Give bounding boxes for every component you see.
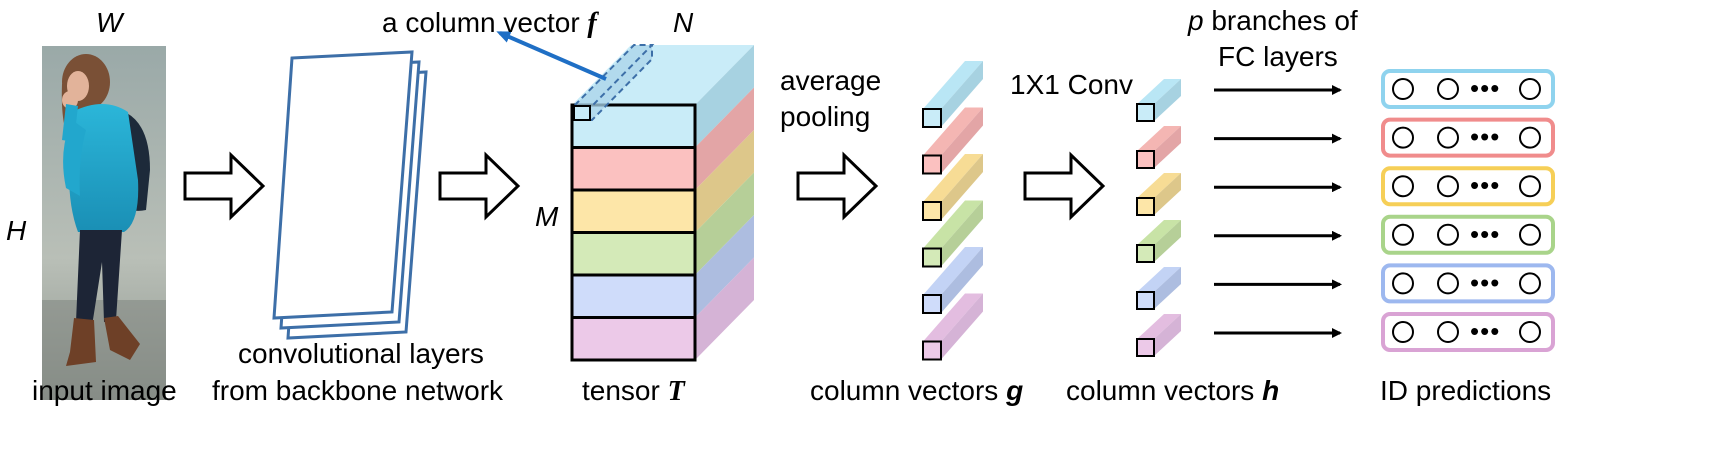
column-vectors-h (1136, 79, 1181, 357)
id-prediction-box-3: ••• (1381, 166, 1555, 207)
id-prediction-box-5: ••• (1381, 263, 1555, 304)
vector-g-2 (922, 107, 983, 175)
tensor-side-part-3 (695, 130, 754, 233)
person-photo-icon (42, 46, 166, 400)
ellipsis-dots: ••• (1470, 170, 1500, 200)
tensor-part-5 (570, 273, 697, 319)
vector-g-6 (922, 293, 983, 361)
feature-maps-icon (272, 50, 428, 340)
width-symbol-W: W (96, 7, 125, 38)
tensor-side-part-6 (695, 257, 754, 360)
vector-g-1 (922, 61, 983, 128)
vector-h-3 (1136, 173, 1181, 216)
dimension-symbol-N: N (673, 7, 694, 38)
tensor-side-part-2 (695, 87, 754, 190)
fc-branch-arrows (1214, 85, 1342, 338)
hollow-arrow-icon (1023, 151, 1106, 221)
hollow-arrow-icon (438, 151, 521, 221)
column-vectors-g (922, 61, 983, 361)
vector-h-1 (1136, 79, 1181, 122)
column-vector-pointer-arrow (496, 31, 607, 81)
ellipsis-dots: ••• (1470, 122, 1500, 152)
ellipsis-dots: ••• (1470, 267, 1500, 297)
tensor-side-part-5 (695, 215, 754, 318)
tensor-side-part-1 (695, 45, 754, 148)
fc-branches-label-line2: FC layers (1218, 41, 1338, 72)
ellipsis-dots: ••• (1470, 316, 1500, 346)
tensor-part-4 (570, 231, 697, 277)
tensor-T (570, 44, 754, 362)
conv-layers-label-line2: from backbone network (212, 375, 504, 406)
ellipsis-dots: ••• (1470, 219, 1500, 249)
ellipsis-dots: ••• (1470, 73, 1500, 103)
vector-g-5 (922, 247, 983, 314)
tensor-part-2 (570, 146, 697, 192)
dimension-symbol-M: M (535, 201, 559, 232)
id-prediction-box-4: ••• (1381, 214, 1555, 255)
id-prediction-box-2: ••• (1381, 117, 1555, 158)
hollow-arrow-icon (796, 151, 879, 221)
column-vectors-g-label: column vectors g (810, 375, 1023, 406)
vector-h-5 (1136, 267, 1181, 310)
column-vector-label: a column vector f (382, 7, 599, 39)
vector-g-3 (922, 154, 983, 221)
input-image-label: input image (32, 375, 177, 406)
column-vector-f-front (573, 105, 591, 121)
tensor-side-part-4 (695, 172, 754, 275)
average-pooling-label-line2: pooling (780, 101, 870, 132)
vector-h-4 (1136, 220, 1181, 263)
vector-g-4 (922, 200, 983, 268)
tensor-part-3 (570, 188, 697, 234)
fc-branches-label-line1: p branches of (1187, 5, 1358, 36)
id-prediction-box-1: ••• (1381, 69, 1555, 109)
id-prediction-box-6: ••• (1381, 312, 1555, 352)
vector-h-2 (1136, 126, 1181, 169)
id-prediction-boxes: ••• ••• ••• ••• ••• ••• (1381, 69, 1555, 352)
id-predictions-label: ID predictions (1380, 375, 1551, 406)
tensor-part-6 (570, 316, 697, 362)
conv-layers-label-line1: convolutional layers (238, 338, 484, 369)
hollow-arrow-icon (183, 151, 266, 221)
conv-1x1-label: 1X1 Conv (1010, 69, 1133, 100)
column-vectors-h-label: column vectors h (1066, 375, 1279, 406)
tensor-label: tensor T (582, 375, 687, 407)
height-symbol-H: H (6, 215, 27, 246)
vector-h-6 (1136, 314, 1181, 357)
average-pooling-label-line1: average (780, 65, 881, 96)
